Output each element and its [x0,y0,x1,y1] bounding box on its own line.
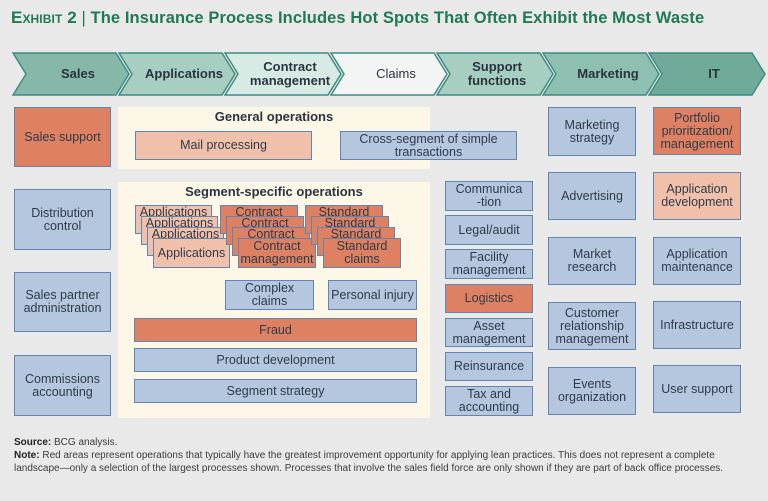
footnotes: Source: BCG analysis. Note: Red areas re… [14,436,754,475]
chevron-it: IT [648,52,766,96]
complex-claims-box: Complex claims [225,280,314,310]
exhibit-title: Exhibit 2 | The Insurance Process Includ… [11,8,704,28]
marketing-strategy-box: Marketing strategy [548,107,636,156]
communication-box: Communica-tion [445,181,533,211]
chevron-label: Sales [61,66,95,81]
advertising-box: Advertising [548,172,636,220]
chevron-label: Marketing [577,66,639,81]
source-line: Source: BCG analysis. [14,436,754,449]
infrastructure-box: Infrastructure [653,301,741,349]
title-text: The Insurance Process Includes Hot Spots… [90,9,705,27]
customer-relationship-management-box: Customer relationship management [548,302,636,350]
reinsurance-box: Reinsurance [445,352,533,381]
chevron-sales: Sales [12,52,130,96]
application-development-box: Application development [653,172,741,220]
user-support-box: User support [653,365,741,413]
applications-card: Applications [153,238,230,268]
chevron-label: Applications [144,66,223,81]
chevron-marketing: Marketing [542,52,660,96]
legal-audit-box: Legal/audit [445,215,533,245]
cross-segment-transactions-box: Cross-segment of simple transactions [340,131,517,160]
logistics-box: Logistics [445,284,533,313]
tax-accounting-box: Tax and accounting [445,386,533,416]
portfolio-prioritization-box: Portfolio prioritization/ management [653,107,741,155]
chevron-support-functions: Support functions [436,52,554,96]
asset-management-box: Asset management [445,318,533,347]
title-separator: | [81,9,86,27]
events-organization-box: Events organization [548,367,636,415]
market-research-box: Market research [548,237,636,285]
chevron-label: Support functions [467,59,527,88]
exhibit-number: Exhibit 2 [11,8,77,27]
chevron-applications: Applications [118,52,236,96]
distribution-control-box: Distribution control [14,189,111,250]
chevron-label: Contract management [249,59,331,88]
contract-management-card: Contract management [238,238,316,268]
personal-injury-box: Personal injury [328,280,417,310]
commissions-accounting-box: Commissions accounting [14,355,111,416]
application-maintenance-box: Application maintenance [653,237,741,285]
mail-processing-box: Mail processing [135,131,312,160]
chevron-claims: Claims [330,52,448,96]
note-label: Note: [14,450,40,461]
standard-claims-card: Standard claims [323,238,401,268]
general-operations-title: General operations [214,109,334,124]
source-label: Source: [14,437,52,448]
facility-management-box: Facility management [445,249,533,279]
note-text: Red areas represent operations that typi… [14,450,724,474]
fraud-bar: Fraud [134,318,417,342]
segment-strategy-bar: Segment strategy [134,379,417,403]
sales-support-box: Sales support [14,107,111,167]
segment-operations-title: Segment-specific operations [185,184,363,199]
note-line: Note: Red areas represent operations tha… [14,449,754,475]
chevron-contract-management: Contract management [224,52,342,96]
source-text: BCG analysis. [54,437,118,448]
chevron-label: IT [708,66,720,81]
chevron-label: Claims [376,66,416,81]
value-chain: Sales Applications Contract management C… [0,52,768,96]
sales-partner-administration-box: Sales partner administration [14,272,111,332]
product-development-bar: Product development [134,348,417,372]
